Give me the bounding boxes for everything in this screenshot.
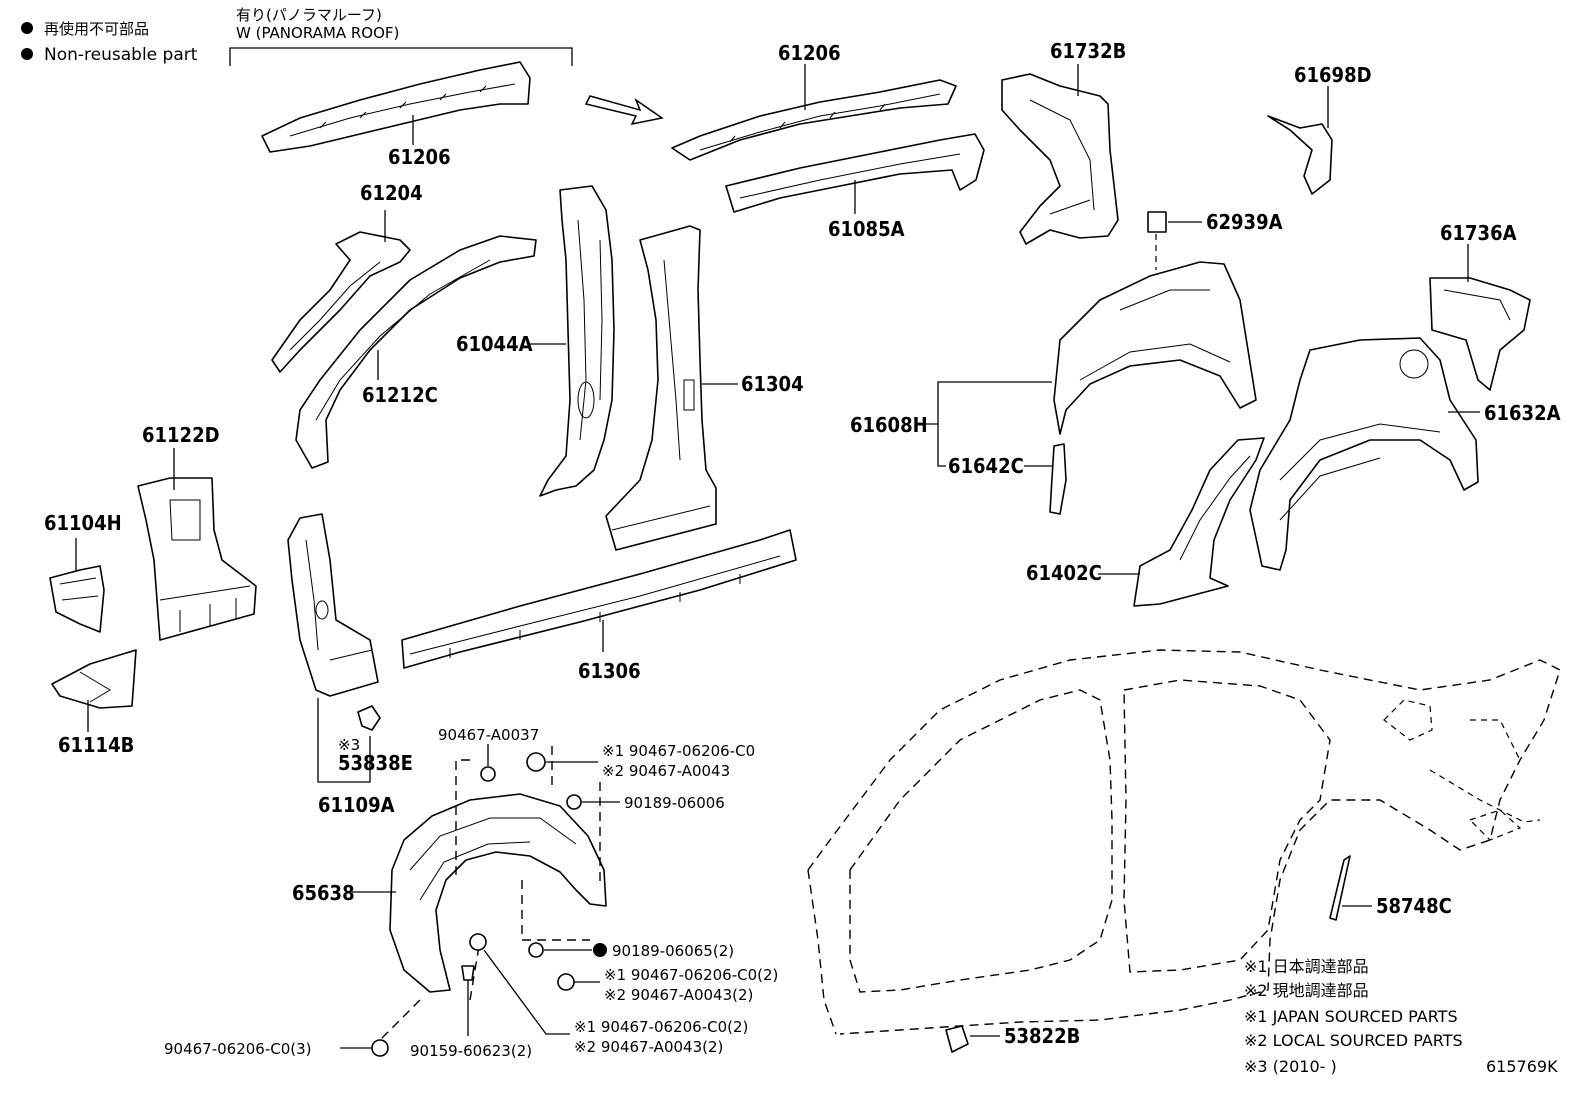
screw-90159-60623-icon xyxy=(461,965,475,1036)
label-61304: 61304 xyxy=(741,372,804,396)
fastener-2a: ※1 90467-06206-C0 xyxy=(602,742,755,760)
part-61402c: 61402C xyxy=(1026,437,1265,607)
label-61085a: 61085A xyxy=(828,217,905,241)
panorama-bracket xyxy=(229,47,573,66)
part-61306: 61306 xyxy=(401,529,797,683)
part-53838e: ※3 53838E xyxy=(338,705,413,775)
clip-90467-06206-c0-3-icon xyxy=(340,1039,389,1057)
label-58748c: 58748C xyxy=(1376,894,1452,918)
part-61122d: 61122D xyxy=(137,423,257,641)
fastener-90189-06065: 90189-06065(2) xyxy=(612,942,734,960)
label-61698d: 61698D xyxy=(1294,63,1372,87)
part-61114b: 61114B xyxy=(51,649,137,757)
figure-id: 615769K xyxy=(1486,1057,1558,1076)
note-2: ※2 現地調達部品 xyxy=(1244,981,1369,1000)
label-61206-b: 61206 xyxy=(778,41,841,65)
legend-jp: 再使用不可部品 xyxy=(44,20,149,38)
label-61104h: 61104H xyxy=(44,511,122,535)
label-61122d: 61122D xyxy=(142,423,220,447)
fastener-5a: ※1 90467-06206-C0(2) xyxy=(604,966,778,984)
label-61736a: 61736A xyxy=(1440,221,1517,245)
clip-90467-a0037-icon xyxy=(480,744,496,782)
part-61206-panorama: 61206 xyxy=(261,61,531,169)
panorama-roof-group: 有り(パノラマルーフ) W (PANORAMA ROOF) xyxy=(229,6,573,66)
label-61212c: 61212C xyxy=(362,383,438,407)
clip-90467-06206-c0-2b-icon xyxy=(469,933,570,1035)
label-61114b: 61114B xyxy=(58,733,134,757)
part-53822b: 53822B xyxy=(945,1024,1080,1053)
clip-90189-06065-icon xyxy=(528,942,607,958)
part-62939a: 62939A xyxy=(1147,210,1283,270)
part-61642c: 61642C xyxy=(948,443,1067,515)
fastener-2b: ※2 90467-A0043 xyxy=(602,762,730,780)
label-61608h: 61608H xyxy=(850,413,928,437)
part-61206: 61206 xyxy=(671,41,957,161)
body-side-outline xyxy=(807,649,1561,1035)
fastener-6b: ※2 90467-A0043(2) xyxy=(574,1038,723,1056)
label-61632a: 61632A xyxy=(1484,401,1561,425)
part-61608h: 61608H xyxy=(850,261,1257,467)
note-3: ※1 JAPAN SOURCED PARTS xyxy=(1244,1007,1458,1026)
fastener-90467-a0037: 90467-A0037 xyxy=(438,726,539,744)
fastener-90159-60623: 90159-60623(2) xyxy=(410,1042,532,1060)
part-61698d: 61698D xyxy=(1267,63,1372,195)
mark-3: ※3 xyxy=(338,736,360,754)
clip-90189-06006-icon xyxy=(566,794,620,810)
label-61204: 61204 xyxy=(360,181,423,205)
legend-en: Non-reusable part xyxy=(44,45,198,65)
label-62939a: 62939A xyxy=(1206,210,1283,234)
footnotes: ※1 日本調達部品 ※2 現地調達部品 ※1 JAPAN SOURCED PAR… xyxy=(1244,957,1558,1076)
label-61206-a: 61206 xyxy=(388,145,451,169)
fastener-5b: ※2 90467-A0043(2) xyxy=(604,986,753,1004)
part-61204: 61204 xyxy=(271,181,423,373)
part-61732b: 61732B xyxy=(1001,39,1126,245)
part-61736a: 61736A xyxy=(1429,221,1531,391)
part-61044a: 61044A xyxy=(456,185,615,497)
part-61085a: 61085A xyxy=(725,133,985,241)
label-61642c: 61642C xyxy=(948,454,1024,478)
clip-90467-06206-c0-2-icon xyxy=(557,973,600,991)
panorama-en: W (PANORAMA ROOF) xyxy=(236,24,399,42)
fastener-90467-06206-3: 90467-06206-C0(3) xyxy=(164,1040,312,1058)
non-reusable-bullet-icon xyxy=(21,48,33,60)
direction-arrow-icon xyxy=(584,95,664,126)
label-61732b: 61732B xyxy=(1050,39,1126,63)
part-61109a: 61109A xyxy=(287,513,395,817)
label-65638: 65638 xyxy=(292,881,355,905)
part-58748c: 58748C xyxy=(1329,855,1452,921)
part-61632a: 61632A xyxy=(1249,337,1561,571)
label-61306: 61306 xyxy=(578,659,641,683)
legend: 再使用不可部品 Non-reusable part xyxy=(21,20,198,65)
fasteners: 90467-A0037 ※1 90467-06206-C0 ※2 90467-A… xyxy=(164,726,778,1060)
note-1: ※1 日本調達部品 xyxy=(1244,957,1369,976)
part-61104h: 61104H xyxy=(44,511,122,633)
panorama-jp: 有り(パノラマルーフ) xyxy=(236,6,382,24)
label-61044a: 61044A xyxy=(456,332,533,356)
clip-90467-06206-icon xyxy=(526,752,598,772)
part-65638-liner: 65638 xyxy=(292,746,607,1041)
part-61304: 61304 xyxy=(605,225,804,551)
label-61109a: 61109A xyxy=(318,793,395,817)
non-reusable-bullet-icon xyxy=(21,22,33,34)
part-61212c: 61212C xyxy=(295,235,537,469)
fastener-6a: ※1 90467-06206-C0(2) xyxy=(574,1018,748,1036)
label-53822b: 53822B xyxy=(1004,1024,1080,1048)
label-53838e: 53838E xyxy=(338,751,413,775)
note-4: ※2 LOCAL SOURCED PARTS xyxy=(1244,1031,1463,1050)
fastener-90189-06006: 90189-06006 xyxy=(624,794,725,812)
note-5: ※3 (2010- ) xyxy=(1244,1057,1337,1076)
label-61402c: 61402C xyxy=(1026,561,1102,585)
